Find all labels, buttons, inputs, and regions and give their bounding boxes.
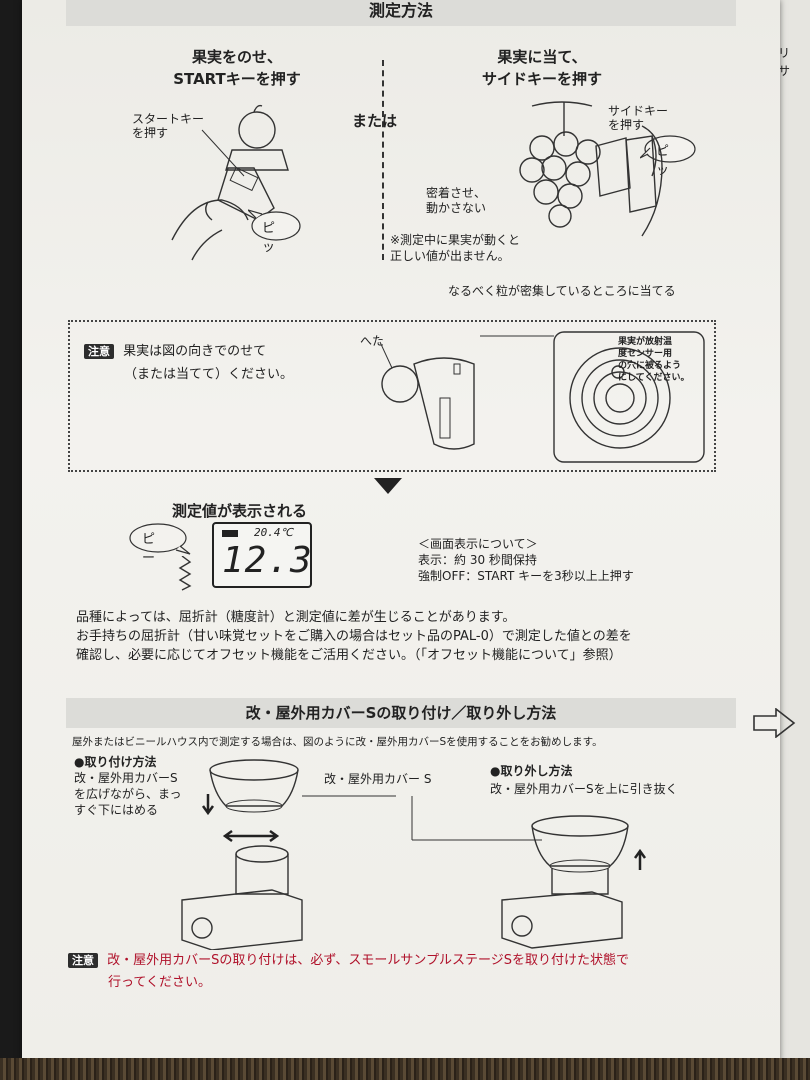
attach-method: ●取り付け方法 改・屋外用カバーS を広げながら、まっ すぐ下にはめる: [74, 754, 182, 818]
step-left-title: 果実をのせ、 STARTキーを押す: [162, 46, 312, 90]
adjacent-page-text: サ: [778, 64, 791, 78]
battery-icon: [222, 530, 238, 537]
manual-page: 測定方法 果実をのせ、 STARTキーを押す スタートキー を押す ピッ または…: [22, 0, 796, 1062]
caution-line2: （または当てて）ください。: [124, 367, 294, 382]
variety-note-line2: お手持ちの屈折計（甘い味覚セットをご購入の場合はセット品のPAL-0）で測定した…: [76, 629, 632, 644]
stem-label: へた: [360, 334, 385, 348]
attach-line1: 改・屋外用カバーS: [74, 771, 178, 785]
beep-text: ピー: [142, 532, 156, 566]
cover-section-title: 改・屋外用カバーSの取り付け／取り外し方法: [245, 704, 557, 722]
remove-heading: ●取り外し方法: [490, 764, 573, 778]
cover-caution: 注意 改・屋外用カバーSの取り付けは、必ず、スモールサンプルステージSを取り付け…: [68, 948, 629, 994]
attach-line2: を広げながら、まっ: [74, 787, 182, 801]
table-surface: [0, 1058, 810, 1080]
continue-arrow-icon: [753, 708, 796, 738]
step-right-title-line2: サイドキーを押す: [481, 70, 602, 88]
display-info: ＜画面表示について＞ 表示：約 30 秒間保持 強制OFF：START キーを3…: [418, 536, 634, 584]
variety-note-line1: 品種によっては、屈折計（糖度計）と測定値に差が生じることがあります。: [76, 610, 516, 625]
adjacent-page-text: リ: [778, 46, 791, 60]
cover-attach-remove-illustration: [181, 759, 647, 950]
start-key-callout-line1: スタートキー: [132, 112, 205, 126]
variety-note: 品種によっては、屈折計（糖度計）と測定値に差が生じることがあります。 お手持ちの…: [76, 608, 632, 665]
caution-line1: 果実は図の向きでのせて: [123, 344, 267, 359]
vertical-divider: [382, 60, 384, 260]
cluster-note: なるべく粒が密集しているところに当てる: [448, 284, 676, 298]
meter-with-fruit-illustration: [171, 104, 289, 261]
cover-caution-badge: 注意: [68, 953, 98, 968]
lcd-display: 20.4℃ 12.3: [212, 522, 312, 588]
side-key-callout-line2: を押す: [608, 118, 645, 132]
attach-heading: ●取り付け方法: [74, 755, 157, 769]
cover-label: 改・屋外用カバー S: [324, 772, 432, 786]
sensor-callout-line2: 度センサー用: [618, 349, 673, 359]
hold-still-note: 密着させ、 動かさない: [426, 186, 486, 216]
step-right-title: 果実に当て、 サイドキーを押す: [462, 46, 622, 90]
side-key-callout-line1: サイドキー: [608, 104, 669, 118]
grape-cluster-illustration: [519, 101, 663, 237]
beep-text: ピッ: [262, 221, 276, 255]
display-info-line1: 表示：約 30 秒間保持: [418, 553, 537, 567]
caution-badge: 注意: [84, 344, 114, 359]
or-label: または: [352, 112, 398, 130]
attach-line3: すぐ下にはめる: [74, 803, 159, 817]
sensor-callout: 果実が放射温 度センサー用 の穴に被るよう にしてください。: [618, 336, 689, 384]
movement-warning-line1: ※測定中に果実が動くと: [390, 233, 521, 247]
cover-caution-line1: 改・屋外用カバーSの取り付けは、必ず、スモールサンプルステージSを取り付けた状態…: [107, 953, 630, 968]
cover-intro: 屋外またはビニールハウス内で測定する場合は、図のように改・屋外用カバーSを使用す…: [72, 736, 603, 748]
step-left-title-line2: STARTキーを押す: [173, 70, 301, 88]
lcd-temperature: 20.4℃: [254, 526, 293, 539]
sensor-placement-illustration: [379, 331, 705, 463]
cover-caution-line2: 行ってください。: [108, 975, 211, 990]
side-key-callout: サイドキー を押す: [608, 104, 668, 132]
start-key-callout: スタートキー を押す: [132, 112, 204, 140]
cover-section-header-bar: 改・屋外用カバーSの取り付け／取り外し方法: [66, 698, 736, 728]
step-right-title-line1: 果実に当て、: [497, 48, 587, 66]
hold-still-line1: 密着させ、: [426, 186, 487, 200]
hold-still-line2: 動かさない: [426, 201, 487, 215]
down-arrow-icon: [374, 478, 402, 494]
vibration-zigzag-icon: [178, 556, 192, 591]
movement-warning: ※測定中に果実が動くと 正しい値が出ません。: [390, 232, 520, 264]
sensor-callout-line3: の穴に被るよう: [618, 361, 682, 371]
section-header-bar: 測定方法: [66, 0, 736, 26]
sensor-callout-line1: 果実が放射温: [618, 337, 673, 347]
lcd-value: 12.3: [222, 540, 313, 581]
section-title: 測定方法: [368, 1, 433, 20]
start-key-callout-line2: を押す: [132, 126, 169, 140]
display-info-line2: 強制OFF：START キーを3秒以上上押す: [418, 569, 634, 583]
step-left-title-line1: 果実をのせ、: [191, 48, 282, 66]
result-title: 測定値が表示される: [172, 502, 308, 520]
movement-warning-line2: 正しい値が出ません。: [390, 249, 510, 263]
remove-method: ●取り外し方法 改・屋外用カバーSを上に引き抜く: [490, 762, 678, 798]
sensor-callout-line4: にしてください。: [618, 373, 690, 383]
variety-note-line3: 確認し、必要に応じてオフセット機能をご活用ください。（「オフセット機能について」…: [76, 648, 622, 663]
display-info-heading: ＜画面表示について＞: [418, 537, 538, 551]
remove-line1: 改・屋外用カバーSを上に引き抜く: [490, 782, 678, 796]
caution-box: 注意 果実は図の向きでのせて （または当てて）ください。 へた 果実が放射温 度…: [68, 320, 716, 472]
caution-text: 注意 果実は図の向きでのせて （または当てて）ください。: [84, 340, 293, 382]
